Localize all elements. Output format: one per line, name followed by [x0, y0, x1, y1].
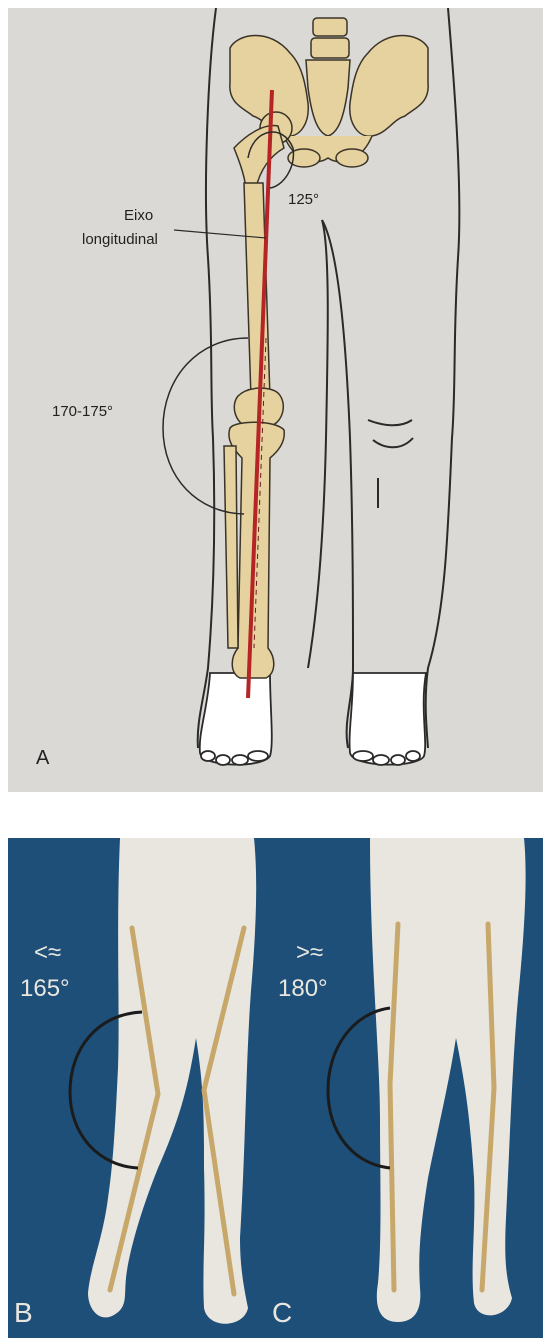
figure-b-symbol: <≈: [34, 939, 61, 966]
figure-b-angle-label: 165°: [20, 975, 70, 1002]
figure-c-symbol: >≈: [296, 939, 323, 966]
panel-b-letter: B: [14, 1297, 33, 1328]
right-foot: [350, 673, 426, 765]
knee-angle-label: 170-175°: [52, 403, 113, 420]
figure-c-angle-label: 180°: [278, 975, 328, 1002]
neck-angle-label: 125°: [288, 191, 319, 208]
panel-a-figure: 125° Eixo longitudinal 170-175° A: [8, 8, 543, 792]
panel-c-letter: C: [272, 1297, 292, 1328]
left-foot: [200, 673, 272, 765]
panel-a-letter: A: [36, 747, 50, 769]
axis-label-line1: Eixo: [124, 207, 153, 224]
axis-label-line2: longitudinal: [82, 231, 158, 248]
panel-bc-figure: <≈ 165° >≈ 180° B C: [8, 838, 543, 1338]
